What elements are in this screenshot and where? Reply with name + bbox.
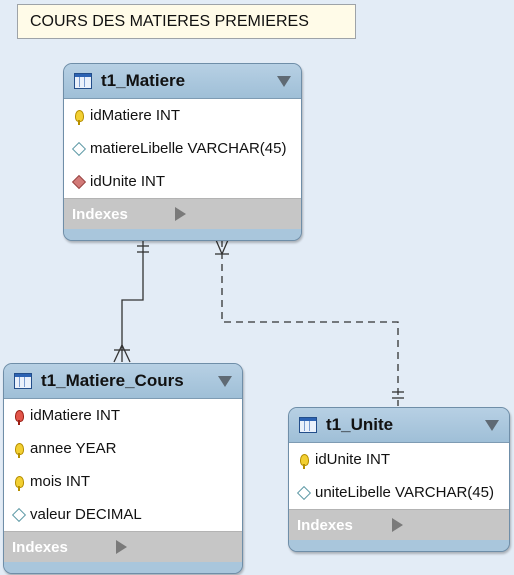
column-row[interactable]: valeur DECIMAL <box>4 498 242 531</box>
column-label: idUnite INT <box>315 451 391 468</box>
column-label: mois INT <box>30 473 90 490</box>
column-list: idMatiere INT annee YEAR mois INT valeur… <box>4 399 242 531</box>
collapse-arrow-icon[interactable] <box>277 75 291 87</box>
column-row[interactable]: uniteLibelle VARCHAR(45) <box>289 476 509 509</box>
table-name: t1_Matiere_Cours <box>41 371 184 390</box>
expand-arrow-icon[interactable] <box>115 540 231 554</box>
table-name: t1_Matiere <box>101 71 186 90</box>
table-t1-unite[interactable]: t1_Unite idUnite INT uniteLibelle VARCHA… <box>288 407 510 552</box>
table-footer <box>64 229 301 240</box>
primary-key-icon <box>12 442 26 458</box>
diagram-title: COURS DES MATIERES PREMIERES <box>17 4 356 39</box>
table-header[interactable]: t1_Matiere_Cours <box>4 364 242 399</box>
indexes-label: Indexes <box>12 538 68 556</box>
column-row[interactable]: matiereLibelle VARCHAR(45) <box>64 132 301 165</box>
column-list: idUnite INT uniteLibelle VARCHAR(45) <box>289 443 509 509</box>
relationship-unite-matiere <box>215 239 404 406</box>
column-label: idMatiere INT <box>90 107 181 124</box>
indexes-section[interactable]: Indexes <box>289 509 509 540</box>
primary-foreign-key-icon <box>12 409 26 425</box>
table-footer <box>4 562 242 573</box>
table-icon <box>299 417 317 433</box>
primary-key-icon <box>297 453 311 469</box>
collapse-arrow-icon[interactable] <box>218 375 232 387</box>
primary-key-icon <box>72 109 86 125</box>
column-row[interactable]: idUnite INT <box>289 443 509 476</box>
column-diamond-icon <box>11 507 27 522</box>
column-row[interactable]: annee YEAR <box>4 432 242 465</box>
indexes-label: Indexes <box>297 516 353 534</box>
column-label: annee YEAR <box>30 440 117 457</box>
foreign-key-diamond-icon <box>71 174 87 189</box>
primary-key-icon <box>12 475 26 491</box>
indexes-section[interactable]: Indexes <box>4 531 242 562</box>
relationship-matiere-cours <box>113 240 149 363</box>
table-header[interactable]: t1_Unite <box>289 408 509 443</box>
column-row[interactable]: mois INT <box>4 465 242 498</box>
column-list: idMatiere INT matiereLibelle VARCHAR(45)… <box>64 99 301 198</box>
collapse-arrow-icon[interactable] <box>485 419 499 431</box>
table-t1-matiere[interactable]: t1_Matiere idMatiere INT matiereLibelle … <box>63 63 302 241</box>
column-label: uniteLibelle VARCHAR(45) <box>315 484 494 501</box>
indexes-section[interactable]: Indexes <box>64 198 301 229</box>
column-row[interactable]: idUnite INT <box>64 165 301 198</box>
table-icon <box>74 73 92 89</box>
expand-arrow-icon[interactable] <box>391 518 498 532</box>
expand-arrow-icon[interactable] <box>175 207 289 221</box>
column-row[interactable]: idMatiere INT <box>4 399 242 432</box>
table-header[interactable]: t1_Matiere <box>64 64 301 99</box>
column-diamond-icon <box>71 141 87 156</box>
column-label: matiereLibelle VARCHAR(45) <box>90 140 287 157</box>
table-icon <box>14 373 32 389</box>
table-t1-matiere-cours[interactable]: t1_Matiere_Cours idMatiere INT annee YEA… <box>3 363 243 574</box>
column-label: idMatiere INT <box>30 407 121 424</box>
column-row[interactable]: idMatiere INT <box>64 99 301 132</box>
table-name: t1_Unite <box>326 415 394 434</box>
column-diamond-icon <box>296 485 312 500</box>
column-label: idUnite INT <box>90 173 166 190</box>
column-label: valeur DECIMAL <box>30 506 142 523</box>
indexes-label: Indexes <box>72 205 128 223</box>
table-footer <box>289 540 509 551</box>
